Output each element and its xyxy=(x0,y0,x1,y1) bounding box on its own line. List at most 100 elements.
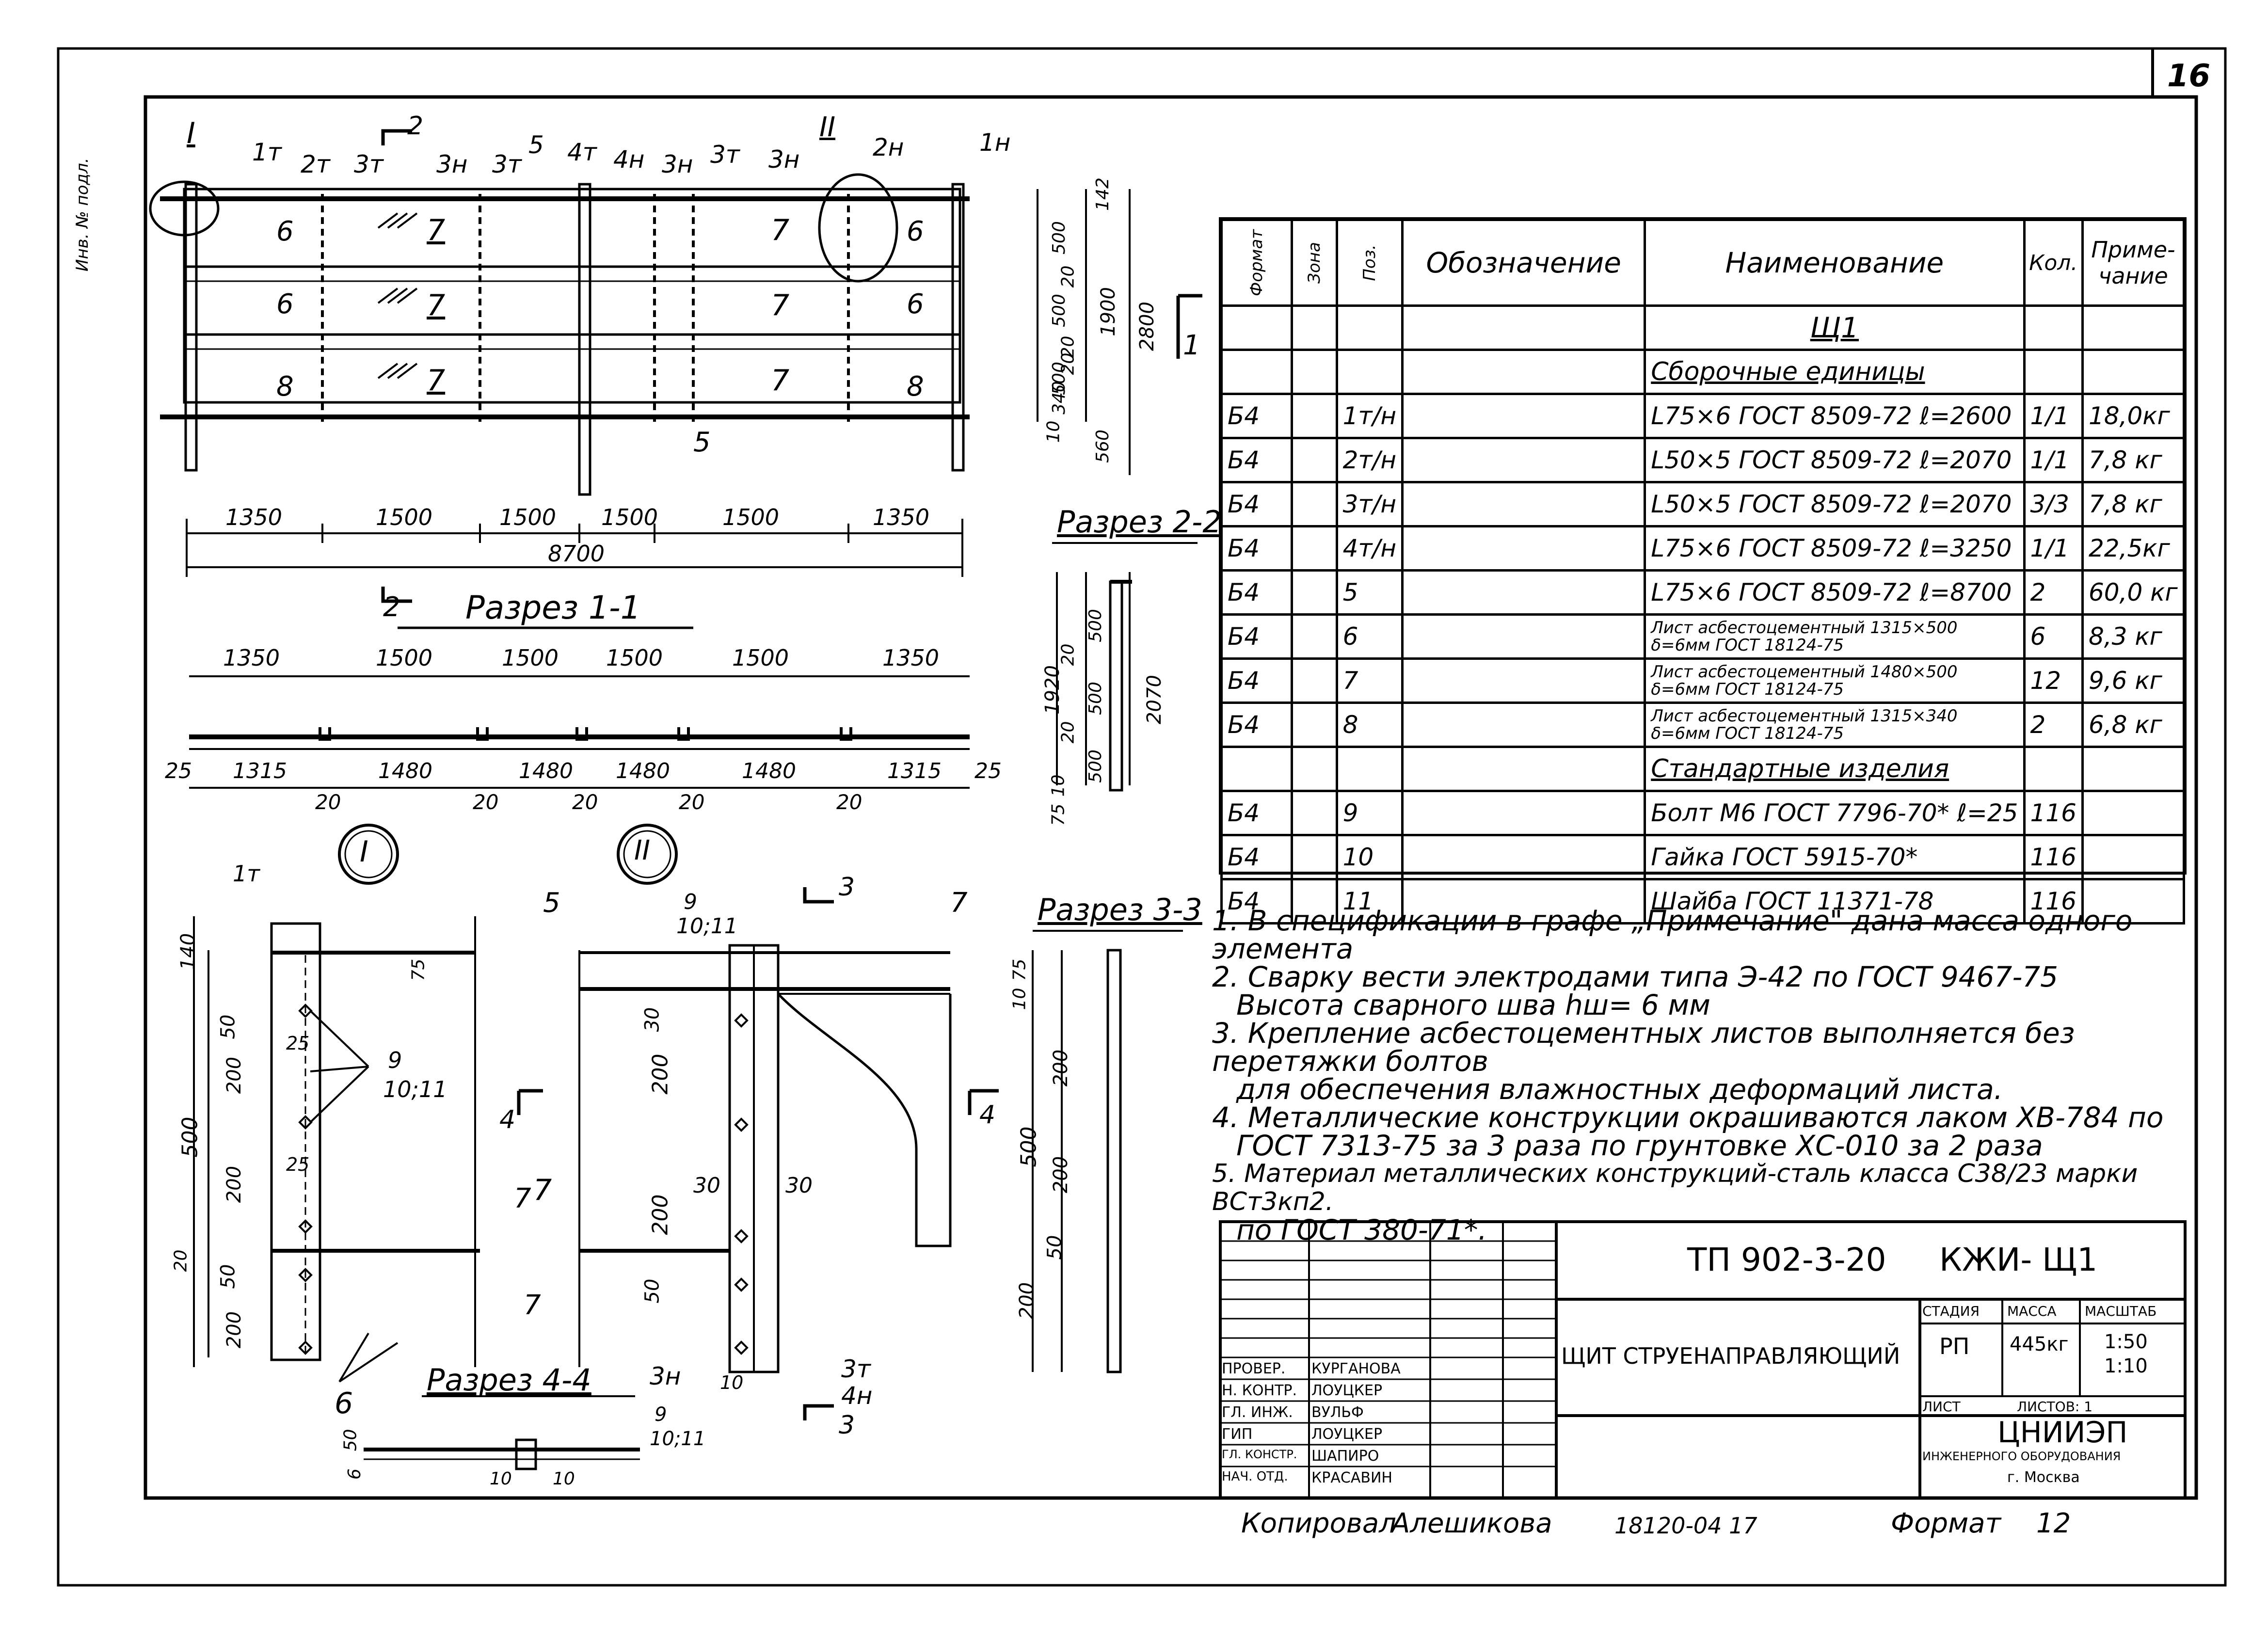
s11-top-6: 1350 xyxy=(882,645,940,671)
dim-top-1: 1350 xyxy=(225,504,283,530)
stamp-stage: РП xyxy=(1939,1333,1970,1359)
node-I-dim-25b: 25 xyxy=(286,1154,310,1175)
stamp-name: Курганова xyxy=(1311,1360,1401,1377)
dim-right-560: 560 xyxy=(1092,430,1113,463)
dim-top-4: 1500 xyxy=(601,504,658,530)
s22-dim-500b: 500 xyxy=(1085,682,1105,715)
section-4-4-title: Разрез 4-4 xyxy=(427,1362,591,1398)
stamp-role: Гл. инж. xyxy=(1222,1404,1293,1421)
s44-pos-10-11: 10;11 xyxy=(650,1428,706,1450)
stamp-scale-2: 1:10 xyxy=(2104,1355,2148,1377)
cut-2-label: 2 xyxy=(407,112,424,141)
node-I-dim-20: 20 xyxy=(171,1249,191,1272)
s44-dim-50: 50 xyxy=(340,1429,361,1451)
note-line: Высота сварного шва hш= 6 мм xyxy=(1236,988,1710,1021)
s11-gap-1: 20 xyxy=(315,790,341,814)
pos-3t-a: 3т xyxy=(354,150,383,178)
stamp-role: Провер. xyxy=(1222,1360,1286,1377)
s33-dim-200a: 200 xyxy=(1050,1049,1072,1087)
s11-top-4: 1500 xyxy=(606,645,663,671)
node-II-dim-10: 10 xyxy=(720,1372,744,1393)
s22-dim-1920: 1920 xyxy=(1041,665,1064,715)
col-name: Наименование xyxy=(1644,219,2026,307)
note-line: для обеспечения влажностных деформаций л… xyxy=(1236,1073,2003,1106)
s33-dim-75: 75 xyxy=(1009,958,1030,981)
s22-dim-20b: 20 xyxy=(1058,721,1078,744)
sheet-label-6c: 6 xyxy=(907,216,924,247)
s33-dim-50: 50 xyxy=(1043,1235,1066,1260)
pos-3t-c: 3т xyxy=(710,141,740,169)
stamp-stage-label: Стадия xyxy=(1922,1303,1980,1319)
stamp-org-sub: инженерного оборудования xyxy=(1922,1450,2121,1463)
s11-top-3: 1500 xyxy=(502,645,559,671)
s11-bot-7: 1315 xyxy=(887,759,942,783)
node-I-dim-500: 500 xyxy=(177,1116,203,1158)
sheet-label-7a: 7 xyxy=(427,213,446,247)
node-II-pos-3n: 3н xyxy=(650,1362,681,1390)
pos-3n-b: 3н xyxy=(662,150,693,178)
stamp-mass: 445кг xyxy=(2010,1333,2069,1355)
footer-format-label: Формат xyxy=(1891,1508,2001,1539)
dim-right-340: 340 xyxy=(1049,381,1069,414)
note-line: 2. Сварку вести электродами типа Э-42 по… xyxy=(1212,960,2059,993)
footer-copier: Алешикова xyxy=(1391,1508,1552,1539)
node-I-pos-1t: 1т xyxy=(233,861,260,887)
node-II-label: II xyxy=(634,835,651,866)
sheet-label-7e: 7 xyxy=(771,288,790,322)
dim-top-5: 1500 xyxy=(722,504,780,530)
s22-dim-500a: 500 xyxy=(1085,609,1105,642)
stamp-mark: КЖИ- Щ1 xyxy=(1939,1241,2098,1278)
dim-right-20c: 20 xyxy=(1058,352,1078,375)
dim-right-500b: 500 xyxy=(1049,294,1069,327)
general-notes: 1. В спецификации в графе „Примечание" д… xyxy=(1212,907,2182,1244)
stamp-role: Н. контр. xyxy=(1222,1382,1297,1399)
dim-total: 8700 xyxy=(548,541,605,567)
node-II-pos-9: 9 xyxy=(684,890,697,914)
mark-II-label: II xyxy=(819,112,836,143)
spec-section-standard: Стандартные изделия xyxy=(1220,746,2186,792)
node-I-sheet-6: 6 xyxy=(335,1387,353,1420)
s22-dim-2070: 2070 xyxy=(1143,675,1166,724)
col-note: Приме-чание xyxy=(2081,219,2186,307)
cut-1-label: 1 xyxy=(1183,330,1200,361)
node-II-dim-30a: 30 xyxy=(641,1007,664,1032)
node-II-cut-4-left: 4 xyxy=(499,1105,516,1134)
s22-dim-20a: 20 xyxy=(1058,643,1078,666)
node-I-pos-10-11: 10;11 xyxy=(383,1076,447,1102)
pos-4n: 4н xyxy=(613,145,645,174)
s11-bot-5: 1480 xyxy=(616,759,670,783)
pos-1t: 1т xyxy=(252,138,282,166)
stamp-role: ГИП xyxy=(1222,1426,1253,1443)
node-I-sheet-7: 7 xyxy=(533,1173,552,1207)
node-I-dim-200c: 200 xyxy=(223,1311,246,1349)
stamp-scale-1: 1:50 xyxy=(2104,1331,2148,1353)
node-I-dim-50b: 50 xyxy=(217,1264,240,1289)
node-II-dim-50: 50 xyxy=(641,1278,664,1304)
spec-group-row: Щ1 xyxy=(1220,304,2186,351)
note-line: 4. Металлические конструкции окрашиваютс… xyxy=(1212,1101,2164,1134)
s44-dim-6: 6 xyxy=(344,1468,365,1480)
stamp-mass-label: Масса xyxy=(2007,1303,2057,1319)
spec-section-assembly: Сборочные единицы xyxy=(1220,349,2186,395)
note-line: 1. В спецификации в графе „Примечание" д… xyxy=(1212,904,2133,965)
col-designation: Обозначение xyxy=(1401,219,1646,307)
footer-format: 12 xyxy=(2036,1508,2071,1539)
dim-right-10: 10 xyxy=(1043,420,1064,443)
node-I-dim-25a: 25 xyxy=(286,1033,310,1054)
sheet-label-6b: 6 xyxy=(276,288,294,320)
node-I-dim-75: 75 xyxy=(408,958,429,981)
pos-3n-c: 3н xyxy=(768,145,800,174)
node-II-pos-5: 5 xyxy=(543,887,560,919)
sheet-label-8a: 8 xyxy=(276,371,294,402)
s11-gap-2: 20 xyxy=(473,790,499,814)
note-line: 5. Материал металлических конструкций-ст… xyxy=(1212,1159,2138,1216)
s33-dim-500: 500 xyxy=(1016,1126,1041,1167)
stamp-city: г. Москва xyxy=(2007,1469,2080,1486)
section-3-3-title: Разрез 3-3 xyxy=(1038,892,1202,927)
col-zone: Зона xyxy=(1290,219,1338,307)
dim-top-2: 1500 xyxy=(376,504,433,530)
